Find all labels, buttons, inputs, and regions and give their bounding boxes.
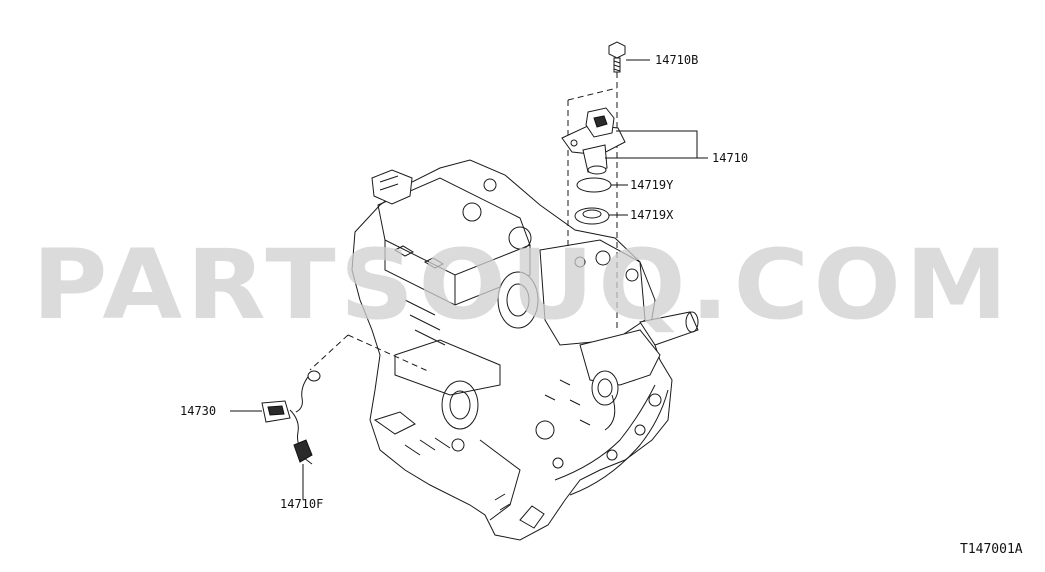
part-label-sensor: 14710 bbox=[712, 151, 748, 165]
part-label-harness: 14730 bbox=[180, 404, 216, 418]
harness-connector-icon bbox=[261, 400, 291, 423]
part-label-bolt: 14710B bbox=[655, 53, 698, 67]
part-label-seal: 14719X bbox=[630, 208, 674, 222]
watermark-text: PARTSOUQ.COM bbox=[32, 229, 1012, 341]
sensor-icon bbox=[561, 107, 626, 175]
diagram-code: T147001A bbox=[960, 542, 1023, 557]
part-label-clip: 14710F bbox=[280, 497, 323, 511]
part-label-oring: 14719Y bbox=[630, 178, 674, 192]
connector-icon bbox=[307, 370, 321, 382]
o-ring-icon bbox=[576, 177, 612, 193]
camshaft-sensor-assembly bbox=[561, 41, 626, 328]
harness-assembly bbox=[261, 334, 431, 465]
seal-icon bbox=[574, 207, 610, 225]
bolt-icon bbox=[608, 41, 626, 73]
engine-block bbox=[351, 159, 699, 541]
clip-icon bbox=[293, 439, 313, 465]
leader-lines bbox=[230, 59, 708, 500]
